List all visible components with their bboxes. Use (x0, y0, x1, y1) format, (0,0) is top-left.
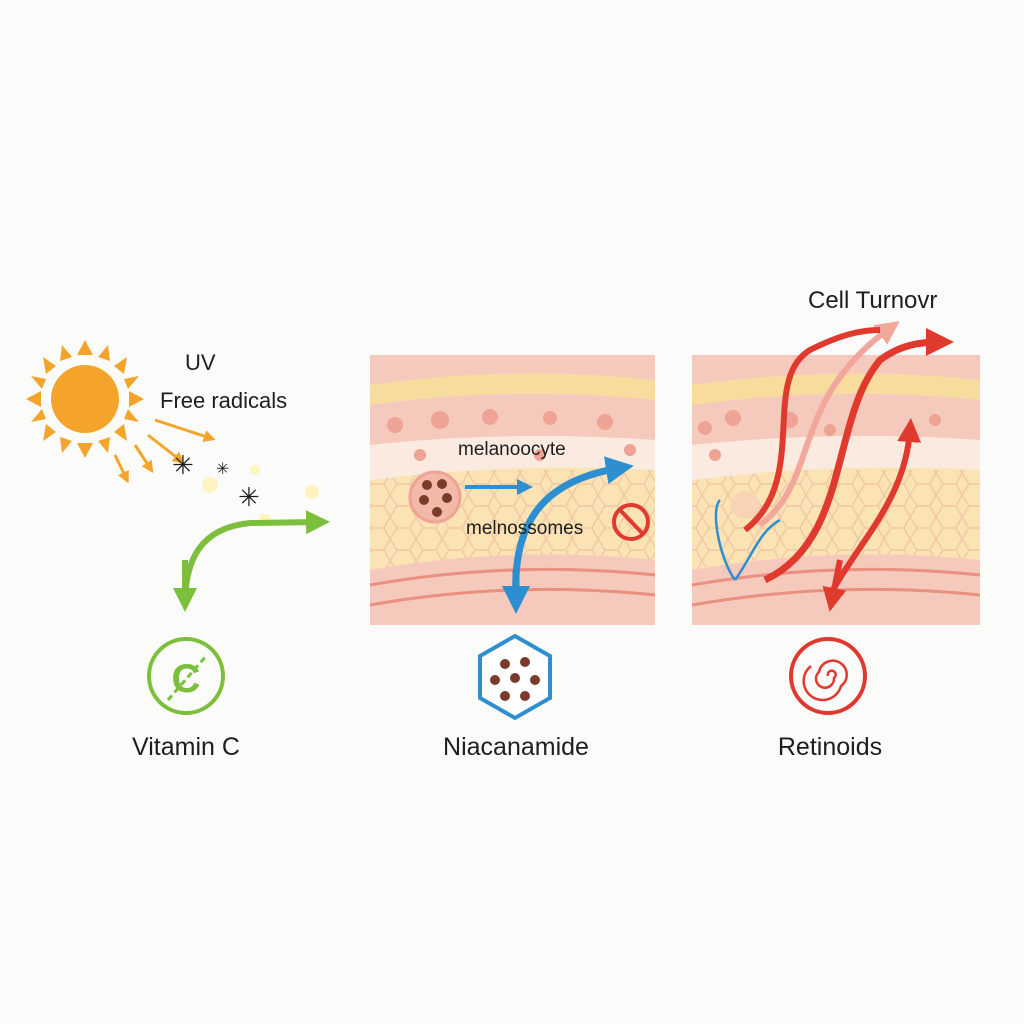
prohibited-icon (612, 503, 650, 541)
sun-icon (26, 340, 144, 458)
retinoids-label: Retinoids (778, 733, 882, 761)
vitamin-c-label: Vitamin C (132, 733, 240, 761)
niacinamide-label: Niacanamide (443, 733, 589, 761)
free-radicals-label: Free radicals (160, 388, 287, 413)
uv-label: UV (185, 350, 216, 375)
svg-text:✳: ✳ (238, 483, 260, 513)
melanosomes-label: melnossomes (466, 518, 583, 539)
svg-text:✳: ✳ (172, 451, 194, 481)
melanocyte-cell (408, 470, 462, 524)
hexagon-melanin-icon (478, 633, 552, 721)
melanocyte-label: melanoocyte (458, 439, 566, 460)
svg-text:✳: ✳ (216, 459, 229, 478)
vitamin-c-circle-icon: C (147, 637, 225, 715)
green-arrow (182, 510, 330, 606)
spiral-circle-icon (789, 637, 867, 715)
svg-text:C: C (172, 657, 201, 701)
uv-rays (113, 418, 216, 484)
cell-turnover-label: Cell Turnovr (808, 287, 937, 314)
free-radical-icons: ✳ ✳ ✳ (172, 451, 319, 526)
